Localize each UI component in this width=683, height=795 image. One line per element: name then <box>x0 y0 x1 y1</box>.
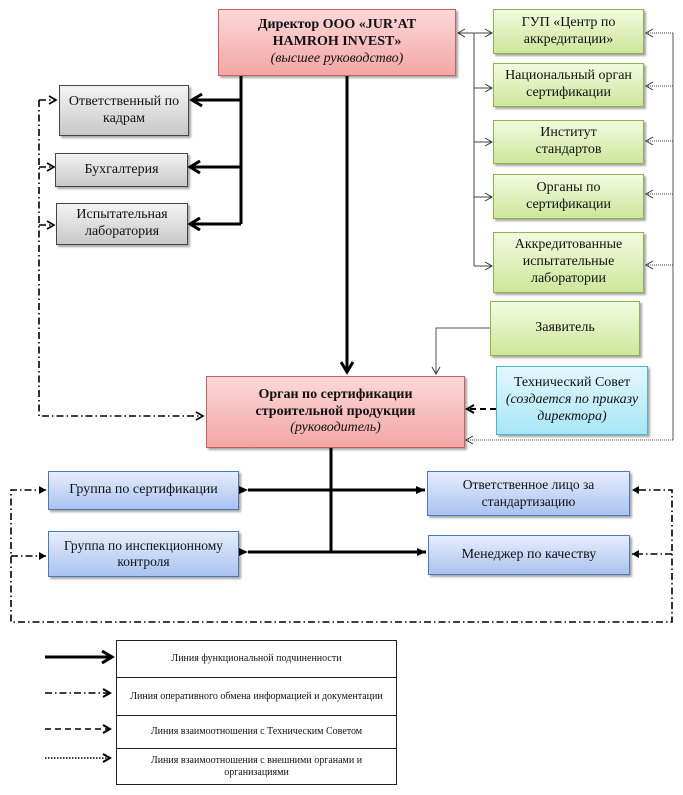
left-unit-hr[interactable]: Ответственный по кадрам <box>59 85 189 136</box>
director-title: Директор ООО «JUR’AT HAMROH INVEST» <box>257 17 417 50</box>
external-dotted-links <box>464 28 674 445</box>
legend: Линия функциональной подчиненности Линия… <box>116 640 397 785</box>
legend-label: Линия оперативного обмена информацией и … <box>130 690 383 702</box>
applicant-box[interactable]: Заявитель <box>490 301 640 356</box>
director-to-external <box>456 28 494 271</box>
cert-body-to-bottom-units <box>239 448 426 556</box>
external-standards-institute[interactable]: Институт стандартов <box>493 120 644 164</box>
external-label: Институт стандартов <box>535 125 602 157</box>
legend-row-dashdot: Линия оперативного обмена информацией и … <box>117 677 396 715</box>
cert-body-box[interactable]: Орган по сертификации строительной проду… <box>206 376 465 448</box>
left-dashdot-loop <box>38 99 203 417</box>
external-label: Аккредитованные испытательные лаборатори… <box>514 237 623 286</box>
bottom-unit-standardization[interactable]: Ответственное лицо за стандартизацию <box>427 471 630 516</box>
legend-label: Линия взаимоотношения с внешними органам… <box>150 754 363 778</box>
tech-council-title: Технический Совет <box>513 375 631 391</box>
bottom-unit-inspection-group[interactable]: Группа по инспекционному контроля <box>48 531 239 577</box>
left-unit-label: Ответственный по кадрам <box>68 93 180 126</box>
bottom-unit-cert-group[interactable]: Группа по сертификации <box>48 471 239 510</box>
left-unit-accounting[interactable]: Бухгалтерия <box>55 153 188 187</box>
left-unit-testing-lab[interactable]: Испытательная лаборатория <box>56 203 188 245</box>
external-label: Органы по сертификации <box>526 179 611 212</box>
external-accreditation-center[interactable]: ГУП «Центр по аккредитации» <box>493 9 644 54</box>
legend-label: Линия функциональной подчиненности <box>171 653 342 664</box>
tech-council-subtitle: (создается по приказу директора) <box>505 392 639 424</box>
legend-line-samples <box>45 657 112 758</box>
director-to-left-units <box>190 76 243 224</box>
legend-row-dashed: Линия взаимоотношения с Техническим Сове… <box>117 715 396 748</box>
legend-row-dotted: Линия взаимоотношения с внешними органам… <box>117 748 396 784</box>
applicant-label: Заявитель <box>535 320 595 336</box>
left-unit-label: Бухгалтерия <box>84 161 159 177</box>
cert-body-subtitle: (руководитель) <box>290 420 381 436</box>
director-subtitle: (высшее руководство) <box>270 50 404 66</box>
external-accredited-labs[interactable]: Аккредитованные испытательные лаборатори… <box>493 232 644 293</box>
tech-council-box[interactable]: Технический Совет (создается по приказу … <box>496 366 648 435</box>
bottom-unit-label: Менеджер по качеству <box>461 546 597 562</box>
bottom-unit-label: Группа по сертификации <box>69 482 218 498</box>
applicant-to-cert-body <box>431 327 490 376</box>
external-national-cert-body[interactable]: Национальный орган сертификации <box>493 63 644 107</box>
bottom-unit-quality-manager[interactable]: Менеджер по качеству <box>428 535 630 575</box>
external-cert-bodies[interactable]: Органы по сертификации <box>493 174 644 219</box>
director-box[interactable]: Директор ООО «JUR’AT HAMROH INVEST» (выс… <box>218 9 456 76</box>
bottom-unit-label: Ответственное лицо за стандартизацию <box>462 477 595 509</box>
legend-row-solid: Линия функциональной подчиненности <box>117 641 396 677</box>
cert-body-title: Орган по сертификации строительной проду… <box>255 386 416 419</box>
external-label: ГУП «Центр по аккредитации» <box>521 14 616 47</box>
bottom-unit-label: Группа по инспекционному контроля <box>63 537 224 569</box>
legend-label: Линия взаимоотношения с Техническим Сове… <box>150 726 363 737</box>
external-label: Национальный орган сертификации <box>505 68 632 100</box>
left-unit-label: Испытательная лаборатория <box>76 207 168 239</box>
